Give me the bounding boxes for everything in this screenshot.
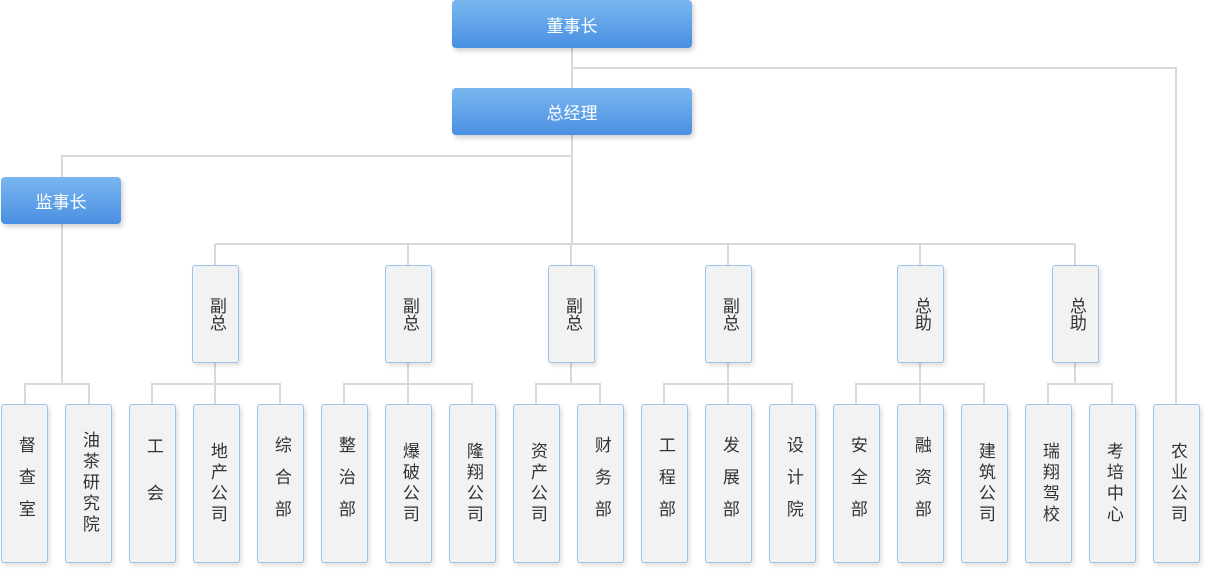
- dept-box: 督查室: [1, 404, 48, 563]
- chairman-label: 董事长: [546, 16, 598, 37]
- dept-label: 工会: [142, 436, 163, 531]
- dept-box: 发展部: [705, 404, 752, 563]
- dept-box: 融资部: [897, 404, 944, 563]
- dept-label: 督查室: [14, 435, 35, 532]
- deputy-label: 副总: [718, 297, 739, 331]
- dept-label: 地产公司: [206, 441, 227, 526]
- dept-box: 工会: [129, 404, 176, 563]
- dept-box: 整治部: [321, 404, 368, 563]
- dept-label: 整治部: [334, 435, 355, 532]
- dept-box: 爆破公司: [385, 404, 432, 563]
- dept-label: 建筑公司: [974, 441, 995, 526]
- dept-box: 安全部: [833, 404, 880, 563]
- dept-label: 财务部: [590, 435, 611, 532]
- dept-box: 地产公司: [193, 404, 240, 563]
- dept-box: 建筑公司: [961, 404, 1008, 563]
- dept-label: 隆翔公司: [462, 441, 483, 526]
- dept-label: 安全部: [846, 435, 867, 532]
- assistant-box: 总助: [1052, 265, 1099, 363]
- agriculture-box: 农业公司: [1153, 404, 1200, 563]
- dept-label: 设计院: [782, 435, 803, 532]
- supervisor-label: 监事长: [35, 193, 87, 213]
- dept-box: 油茶研究院: [65, 404, 112, 563]
- dept-box: 瑞翔驾校: [1025, 404, 1072, 563]
- deputy-box: 副总: [705, 265, 752, 363]
- dept-box: 隆翔公司: [449, 404, 496, 563]
- assistant-label: 总助: [1065, 297, 1086, 331]
- dept-label: 综合部: [270, 435, 291, 532]
- agriculture-label: 农业公司: [1166, 441, 1187, 526]
- dept-label: 融资部: [910, 435, 931, 532]
- dept-label: 考培中心: [1102, 441, 1123, 526]
- deputy-label: 副总: [561, 297, 582, 331]
- dept-box: 资产公司: [513, 404, 560, 563]
- dept-label: 油茶研究院: [78, 431, 99, 536]
- supervisor-box: 监事长: [1, 177, 121, 224]
- dept-box: 考培中心: [1089, 404, 1136, 563]
- assistant-label: 总助: [910, 297, 931, 331]
- dept-box: 工程部: [641, 404, 688, 563]
- dept-label: 资产公司: [526, 441, 547, 526]
- deputy-box: 副总: [192, 265, 239, 363]
- dept-box: 设计院: [769, 404, 816, 563]
- deputy-box: 副总: [548, 265, 595, 363]
- dept-box: 财务部: [577, 404, 624, 563]
- deputy-label: 副总: [205, 297, 226, 331]
- dept-label: 工程部: [654, 435, 675, 532]
- dept-label: 瑞翔驾校: [1038, 441, 1059, 526]
- dept-label: 发展部: [718, 435, 739, 532]
- assistant-box: 总助: [897, 265, 944, 363]
- dept-label: 爆破公司: [398, 441, 419, 526]
- gm-box: 总经理: [452, 88, 692, 135]
- deputy-label: 副总: [398, 297, 419, 331]
- deputy-box: 副总: [385, 265, 432, 363]
- gm-label: 总经理: [546, 104, 598, 124]
- dept-box: 综合部: [257, 404, 304, 563]
- chairman-box: 董事长: [452, 0, 692, 48]
